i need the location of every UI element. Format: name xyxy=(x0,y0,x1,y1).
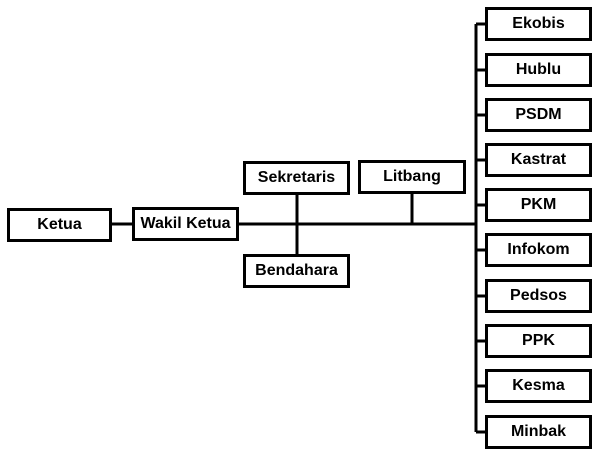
node-litbang: Litbang xyxy=(358,160,466,194)
node-division-ekobis: Ekobis xyxy=(485,7,592,41)
node-wakil-ketua: Wakil Ketua xyxy=(132,207,239,241)
node-division-kastrat: Kastrat xyxy=(485,143,592,177)
node-division-hublu: Hublu xyxy=(485,53,592,87)
node-division-infokom: Infokom xyxy=(485,233,592,267)
node-sekretaris: Sekretaris xyxy=(243,161,350,195)
node-division-kesma: Kesma xyxy=(485,369,592,403)
node-bendahara: Bendahara xyxy=(243,254,350,288)
node-division-psdm: PSDM xyxy=(485,98,592,132)
node-ketua: Ketua xyxy=(7,208,112,242)
node-division-ppk: PPK xyxy=(485,324,592,358)
node-division-pkm: PKM xyxy=(485,188,592,222)
node-division-pedsos: Pedsos xyxy=(485,279,592,313)
node-division-minbak: Minbak xyxy=(485,415,592,449)
